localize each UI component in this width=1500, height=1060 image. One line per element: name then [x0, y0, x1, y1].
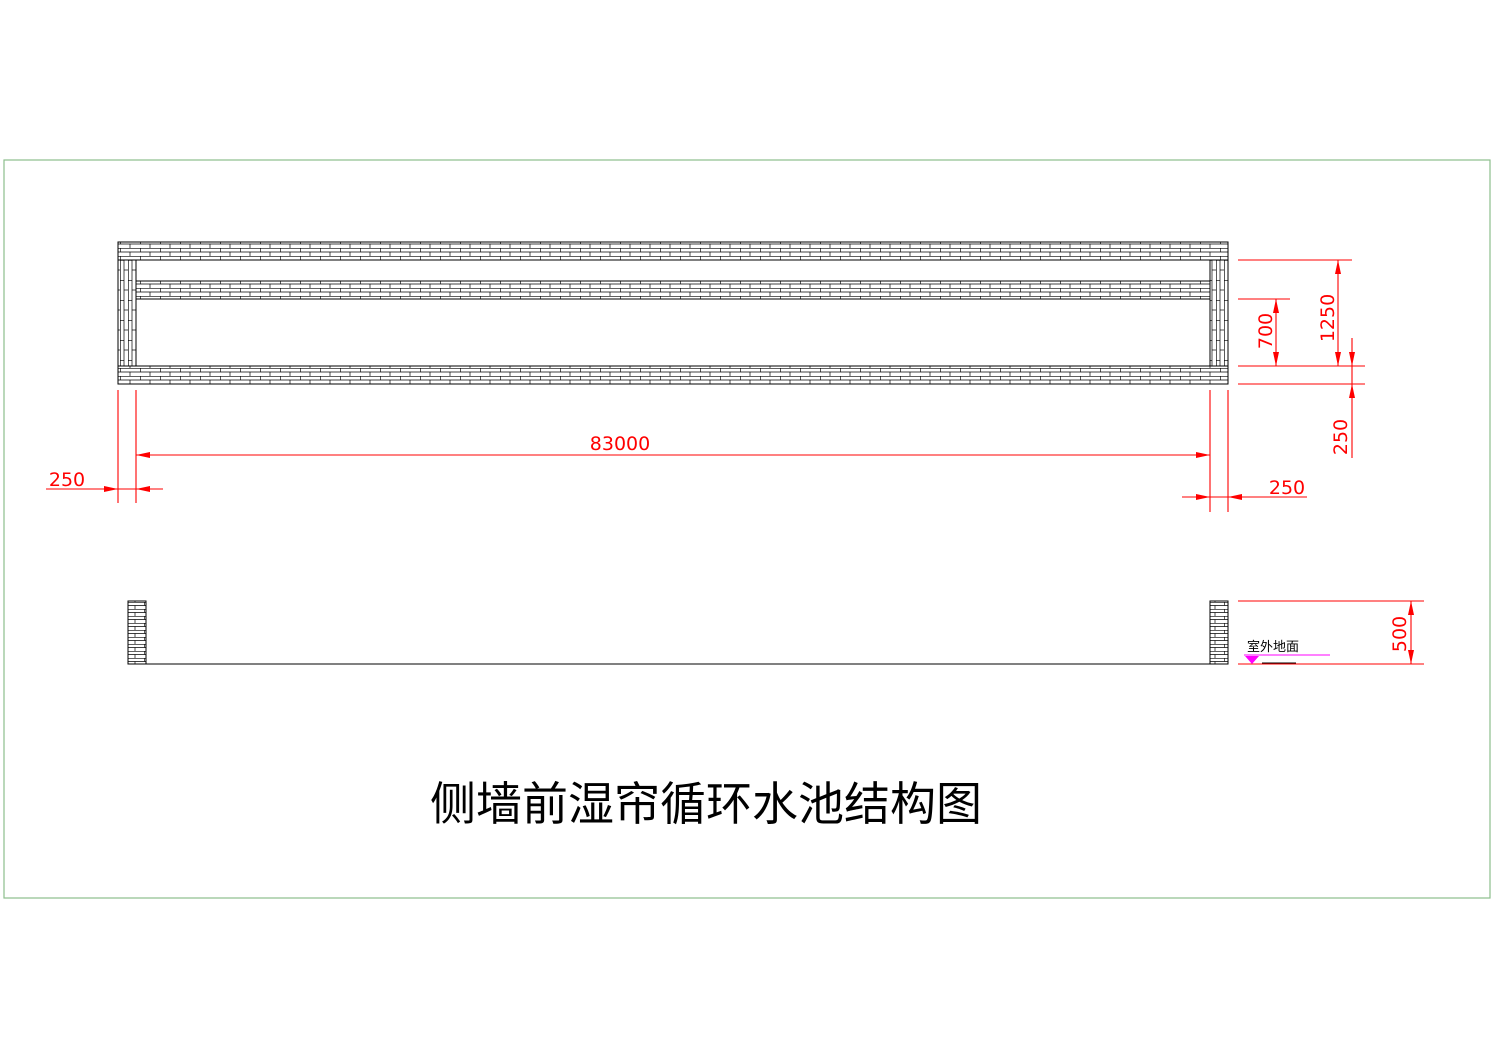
plan-view: [117, 241, 1229, 385]
dim-wall-right: 250: [1269, 477, 1305, 499]
plan-wall-right: [1209, 259, 1229, 367]
dim-wall-bottom: 250: [1330, 419, 1352, 455]
section-wall-left: [127, 600, 147, 665]
dim-wall-left: 250: [49, 469, 85, 491]
pool-channel-upper: [135, 259, 1211, 282]
ground-label: 室外地面: [1247, 639, 1299, 655]
drawing-title: 侧墙前湿帘循环水池结构图: [430, 777, 982, 831]
section-wall-right: [1209, 600, 1229, 665]
dim-length: 83000: [590, 433, 650, 455]
dim-width-inner: 700: [1255, 313, 1277, 349]
plan-wall-top: [117, 241, 1229, 261]
dim-height: 500: [1389, 616, 1411, 652]
plan-divider-wall: [135, 280, 1211, 300]
pool-basin: [135, 298, 1211, 367]
plan-wall-bottom: [117, 365, 1229, 385]
ground-level-triangle-icon: [1245, 656, 1259, 664]
plan-wall-left: [117, 259, 137, 367]
dim-width-outer: 1250: [1317, 294, 1339, 342]
dimensions: [46, 259, 1424, 665]
section-view: [127, 600, 1330, 665]
drawing-frame: [3, 159, 1491, 899]
